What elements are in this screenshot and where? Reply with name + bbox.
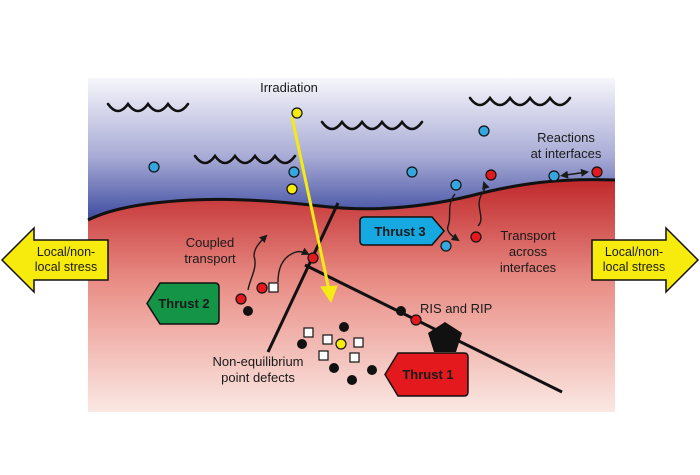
transport-curve-arrow: [446, 193, 460, 242]
thrust-2-tag: Thrust 2: [146, 282, 220, 325]
blue-particle: [450, 179, 462, 191]
left-stress-label-line1: Local/non-: [37, 245, 95, 259]
left-stress-arrow: Local/non- local stress: [0, 226, 109, 294]
left-stress-label-line2: local stress: [35, 260, 98, 274]
point-defect-cluster: [297, 322, 377, 385]
transport-label-line1: Transport: [500, 228, 556, 243]
coupled-transport-arrow: [247, 234, 268, 291]
reactions-label-line2: at interfaces: [531, 146, 602, 161]
blue-particle: [440, 240, 452, 252]
interphase-line: [304, 263, 563, 394]
reaction-double-arrow: [560, 168, 589, 179]
red-particle: [410, 314, 422, 326]
red-particle: [485, 169, 497, 181]
vacancy-square-icon: [268, 282, 279, 293]
yellow-particle: [286, 183, 298, 195]
ris-rip-label: RIS and RIP: [420, 301, 492, 316]
blue-particle: [548, 170, 560, 182]
red-particle: [470, 231, 482, 243]
thrust-2-label: Thrust 2: [158, 296, 209, 311]
thrust-3-tag: Thrust 3: [359, 216, 445, 246]
black-particle: [396, 306, 406, 316]
transport-label-line2: across: [509, 244, 548, 259]
irradiation-label: Irradiation: [260, 80, 318, 95]
blue-particle: [478, 125, 490, 137]
transport-label-line3: interfaces: [500, 260, 557, 275]
irradiation-arrow: [290, 116, 338, 304]
right-stress-label-line2: local stress: [603, 260, 666, 274]
red-particle: [307, 252, 319, 264]
grain-boundary-line: [266, 202, 340, 353]
red-particle: [591, 166, 603, 178]
transport-curve-arrow: [477, 181, 490, 227]
blue-particle: [406, 166, 418, 178]
right-stress-label-line1: Local/non-: [605, 245, 663, 259]
coupled-transport-arrow: [277, 247, 310, 283]
coupled-label-line1: Coupled: [186, 235, 234, 250]
right-stress-arrow: Local/non- local stress: [591, 226, 700, 294]
thrust-1-label: Thrust 1: [402, 367, 453, 382]
red-particle: [235, 293, 247, 305]
noneq-label-line1: Non-equilibrium: [212, 354, 303, 369]
pentagon-precipitate-icon: [428, 322, 462, 352]
black-particle: [243, 306, 253, 316]
fluid-solid-interface: [87, 178, 616, 222]
coupled-label-line2: transport: [184, 251, 236, 266]
reactions-label-line1: Reactions: [537, 130, 595, 145]
noneq-label-line2: point defects: [221, 370, 295, 385]
blue-particle: [288, 166, 300, 178]
blue-particle: [148, 161, 160, 173]
yellow-particle: [291, 107, 303, 119]
thrust-3-label: Thrust 3: [374, 224, 425, 239]
red-particle: [256, 282, 268, 294]
thrust-1-tag: Thrust 1: [384, 352, 469, 397]
wave-icon: [106, 95, 572, 165]
